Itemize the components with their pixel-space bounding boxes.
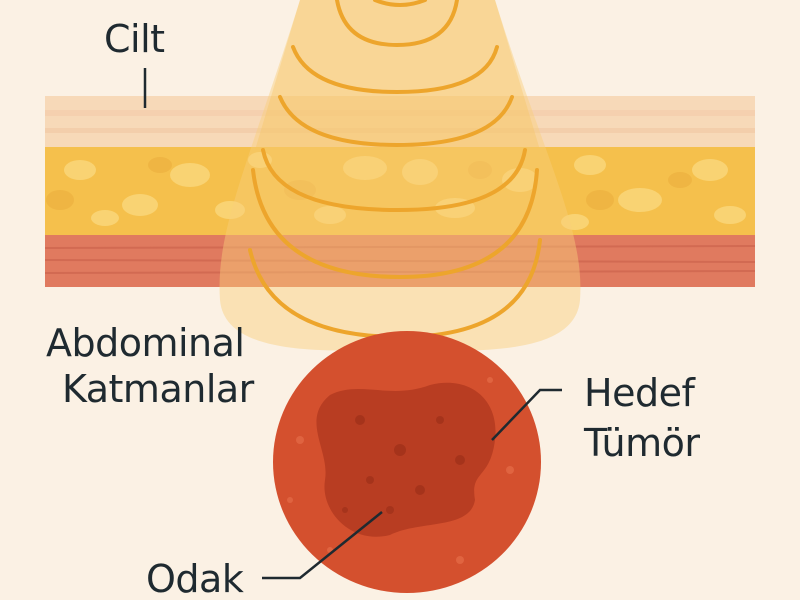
- target-tumor-label-line2: Tümör: [584, 421, 700, 465]
- skin-label: Cilt: [104, 17, 165, 61]
- skin-layer: [45, 96, 755, 148]
- abdominal-layers-label-line2: Katmanlar: [62, 367, 254, 411]
- abdominal-layers-label-line1: Abdominal: [46, 321, 245, 365]
- leader-lines: [143, 68, 562, 580]
- ultrasound-beam: [219, 0, 581, 351]
- fat-layer: [45, 147, 755, 236]
- target-tumor-label-line1: Hedef: [584, 371, 695, 415]
- focus-label: Odak: [146, 557, 244, 600]
- focus-leader-line: [262, 511, 383, 580]
- tumor-leader-line: [491, 388, 562, 441]
- tumor: [273, 331, 541, 593]
